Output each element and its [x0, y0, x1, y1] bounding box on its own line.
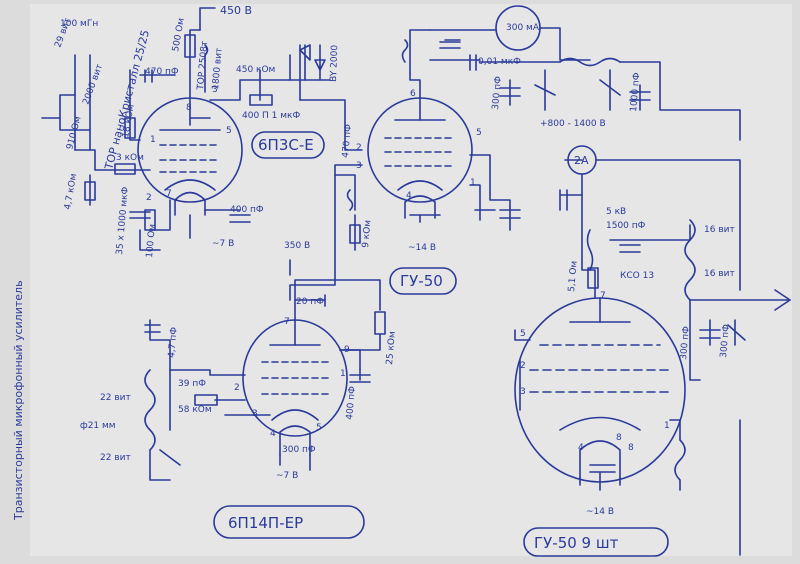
label-l46: 300 пФ — [282, 445, 316, 455]
tube-label-t3: 6П14П-ЕР — [228, 514, 303, 532]
label-l17: 400 пФ — [230, 205, 264, 215]
pin-p12: 6 — [410, 89, 416, 99]
label-l43: 22 вит — [100, 393, 131, 403]
pin-p4: 3 — [212, 85, 218, 95]
tube-name-callouts: 6П3С-Е ГУ-50 6П14П-ЕР ГУ-50 9 шт — [213, 131, 669, 557]
paper-sheet — [30, 4, 792, 556]
pin-p15: 3 — [520, 387, 526, 397]
pin-p2: 1 — [150, 135, 156, 145]
pin-p9: 4 — [406, 191, 412, 201]
pin-p22: 2 — [234, 383, 240, 393]
label-l38: 20 пФ — [296, 297, 324, 307]
label-l21: 300 мА — [506, 23, 540, 33]
pin-p8: 5 — [476, 128, 482, 138]
label-l13: 450 кОм — [236, 65, 275, 75]
pin-p16: 4 — [578, 443, 584, 453]
label-l16: 470 пФ — [341, 124, 354, 159]
pin-p11: 1 — [470, 178, 476, 188]
label-l10: 450 В — [220, 4, 252, 17]
label-l23: 300 пФ — [491, 76, 504, 111]
label-l6: 470 пФ — [145, 67, 179, 77]
pin-p19: 3 — [252, 409, 258, 419]
label-l32: 16 вит — [704, 269, 735, 279]
label-l29: 5 кВ — [606, 207, 626, 217]
pin-p24: 5 — [316, 423, 322, 433]
tube-label-t2: ГУ-50 — [400, 272, 443, 290]
pin-p5: 7 — [166, 189, 172, 199]
label-l11: ТОР 2508т — [196, 41, 210, 92]
label-l40: 400 пФ — [345, 386, 358, 421]
vertical-title: Транзисторный микрофонный усилитель — [12, 280, 25, 521]
pin-p7: 3 — [356, 161, 362, 171]
tube-label-t1: 6П3С-Е — [258, 136, 314, 154]
pin-p23: 4 — [270, 429, 276, 439]
label-l26: 9 кОм — [361, 220, 373, 249]
label-l1: 100 мГн — [60, 19, 98, 29]
label-l22: 0,01 мкФ — [478, 57, 521, 67]
pin-numbers: 5 1 2 3 7 8 3 5 4 2 1 6 5 2 3 4 8 1 3 7 … — [146, 85, 670, 453]
label-l41: 39 пФ — [178, 379, 206, 389]
pin-p13: 5 — [520, 329, 526, 339]
label-l25: +800 - 1400 В — [540, 119, 606, 129]
label-l30: 1500 пФ — [606, 221, 646, 231]
pin-p17: 8 — [628, 443, 634, 453]
tube-label-t4: ГУ-50 9 шт — [534, 534, 619, 552]
tube-gu50-output — [514, 297, 686, 483]
pin-p25: 1 — [340, 369, 346, 379]
pin-p6: 8 — [186, 103, 192, 113]
tube-gu50-upper — [367, 97, 473, 219]
pin-p10: 2 — [356, 143, 362, 153]
label-l5: 3 кОм — [116, 153, 144, 163]
label-l33: КСО 13 — [620, 271, 654, 281]
pin-p27: 8 — [616, 433, 622, 443]
pin-p20: 7 — [284, 317, 290, 327]
pin-p18: 1 — [664, 421, 670, 431]
label-l48: ~14 В — [586, 507, 614, 517]
label-l37: 350 В — [284, 241, 310, 251]
label-l42: 58 кОм — [178, 405, 212, 415]
label-l35: 300 пФ — [679, 326, 692, 361]
label-l24: 1000 пФ — [629, 72, 642, 112]
label-l31: 16 вит — [704, 225, 735, 235]
label-l12: 1800 вит — [211, 47, 225, 90]
pin-p3: 2 — [146, 193, 152, 203]
pin-p14: 2 — [520, 361, 526, 371]
label-l49: 4,7 пФ — [167, 326, 180, 358]
label-l34: 5,1 Ом — [567, 260, 580, 292]
label-l45: 22 вит — [100, 453, 131, 463]
pin-p1: 5 — [226, 126, 232, 136]
label-l44: ф21 мм — [80, 421, 116, 431]
pin-p21: 9 — [344, 345, 350, 355]
pin-p26: 7 — [600, 291, 606, 301]
label-l15: 400 П 1 мкФ — [242, 111, 300, 121]
wiring — [41, 7, 791, 556]
label-l47: ~7 В — [276, 471, 298, 481]
label-l36: 300 пФ — [719, 324, 732, 359]
label-l19: 100 Ом — [145, 224, 158, 259]
label-l20: ~7 В — [212, 239, 234, 249]
label-l14: BY 2000 — [329, 45, 340, 83]
label-l27: ~14 В — [408, 243, 436, 253]
label-l39: 25 кОм — [385, 331, 398, 365]
label-l28: 2А — [574, 154, 589, 167]
